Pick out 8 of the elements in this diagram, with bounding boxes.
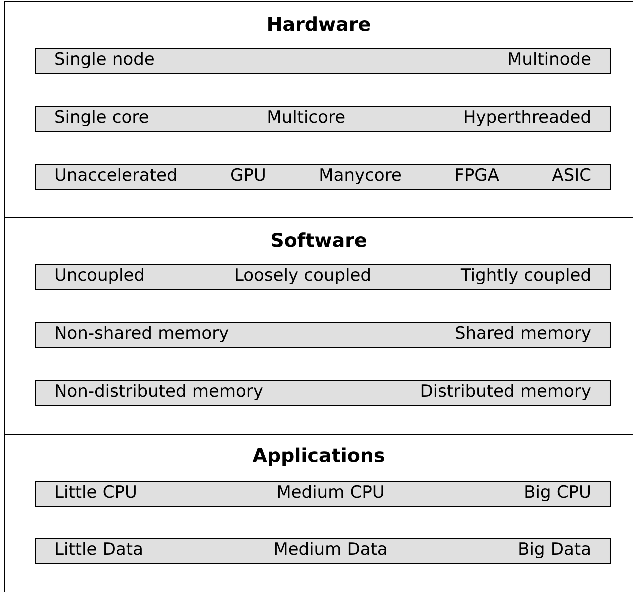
category-bar: Little CPU Medium CPU Big CPU bbox=[35, 481, 611, 507]
category-bar: Non-distributed memory Distributed memory bbox=[35, 380, 611, 406]
category-bar: Unaccelerated GPU Manycore FPGA ASIC bbox=[35, 164, 611, 190]
category-bar: Single node Multinode bbox=[35, 48, 611, 74]
category-bar: Single core Multicore Hyperthreaded bbox=[35, 106, 611, 132]
category-bar: Uncoupled Loosely coupled Tightly coupled bbox=[35, 264, 611, 290]
category-bar: Non-shared memory Shared memory bbox=[35, 322, 611, 348]
category-bar: Little Data Medium Data Big Data bbox=[35, 538, 611, 564]
